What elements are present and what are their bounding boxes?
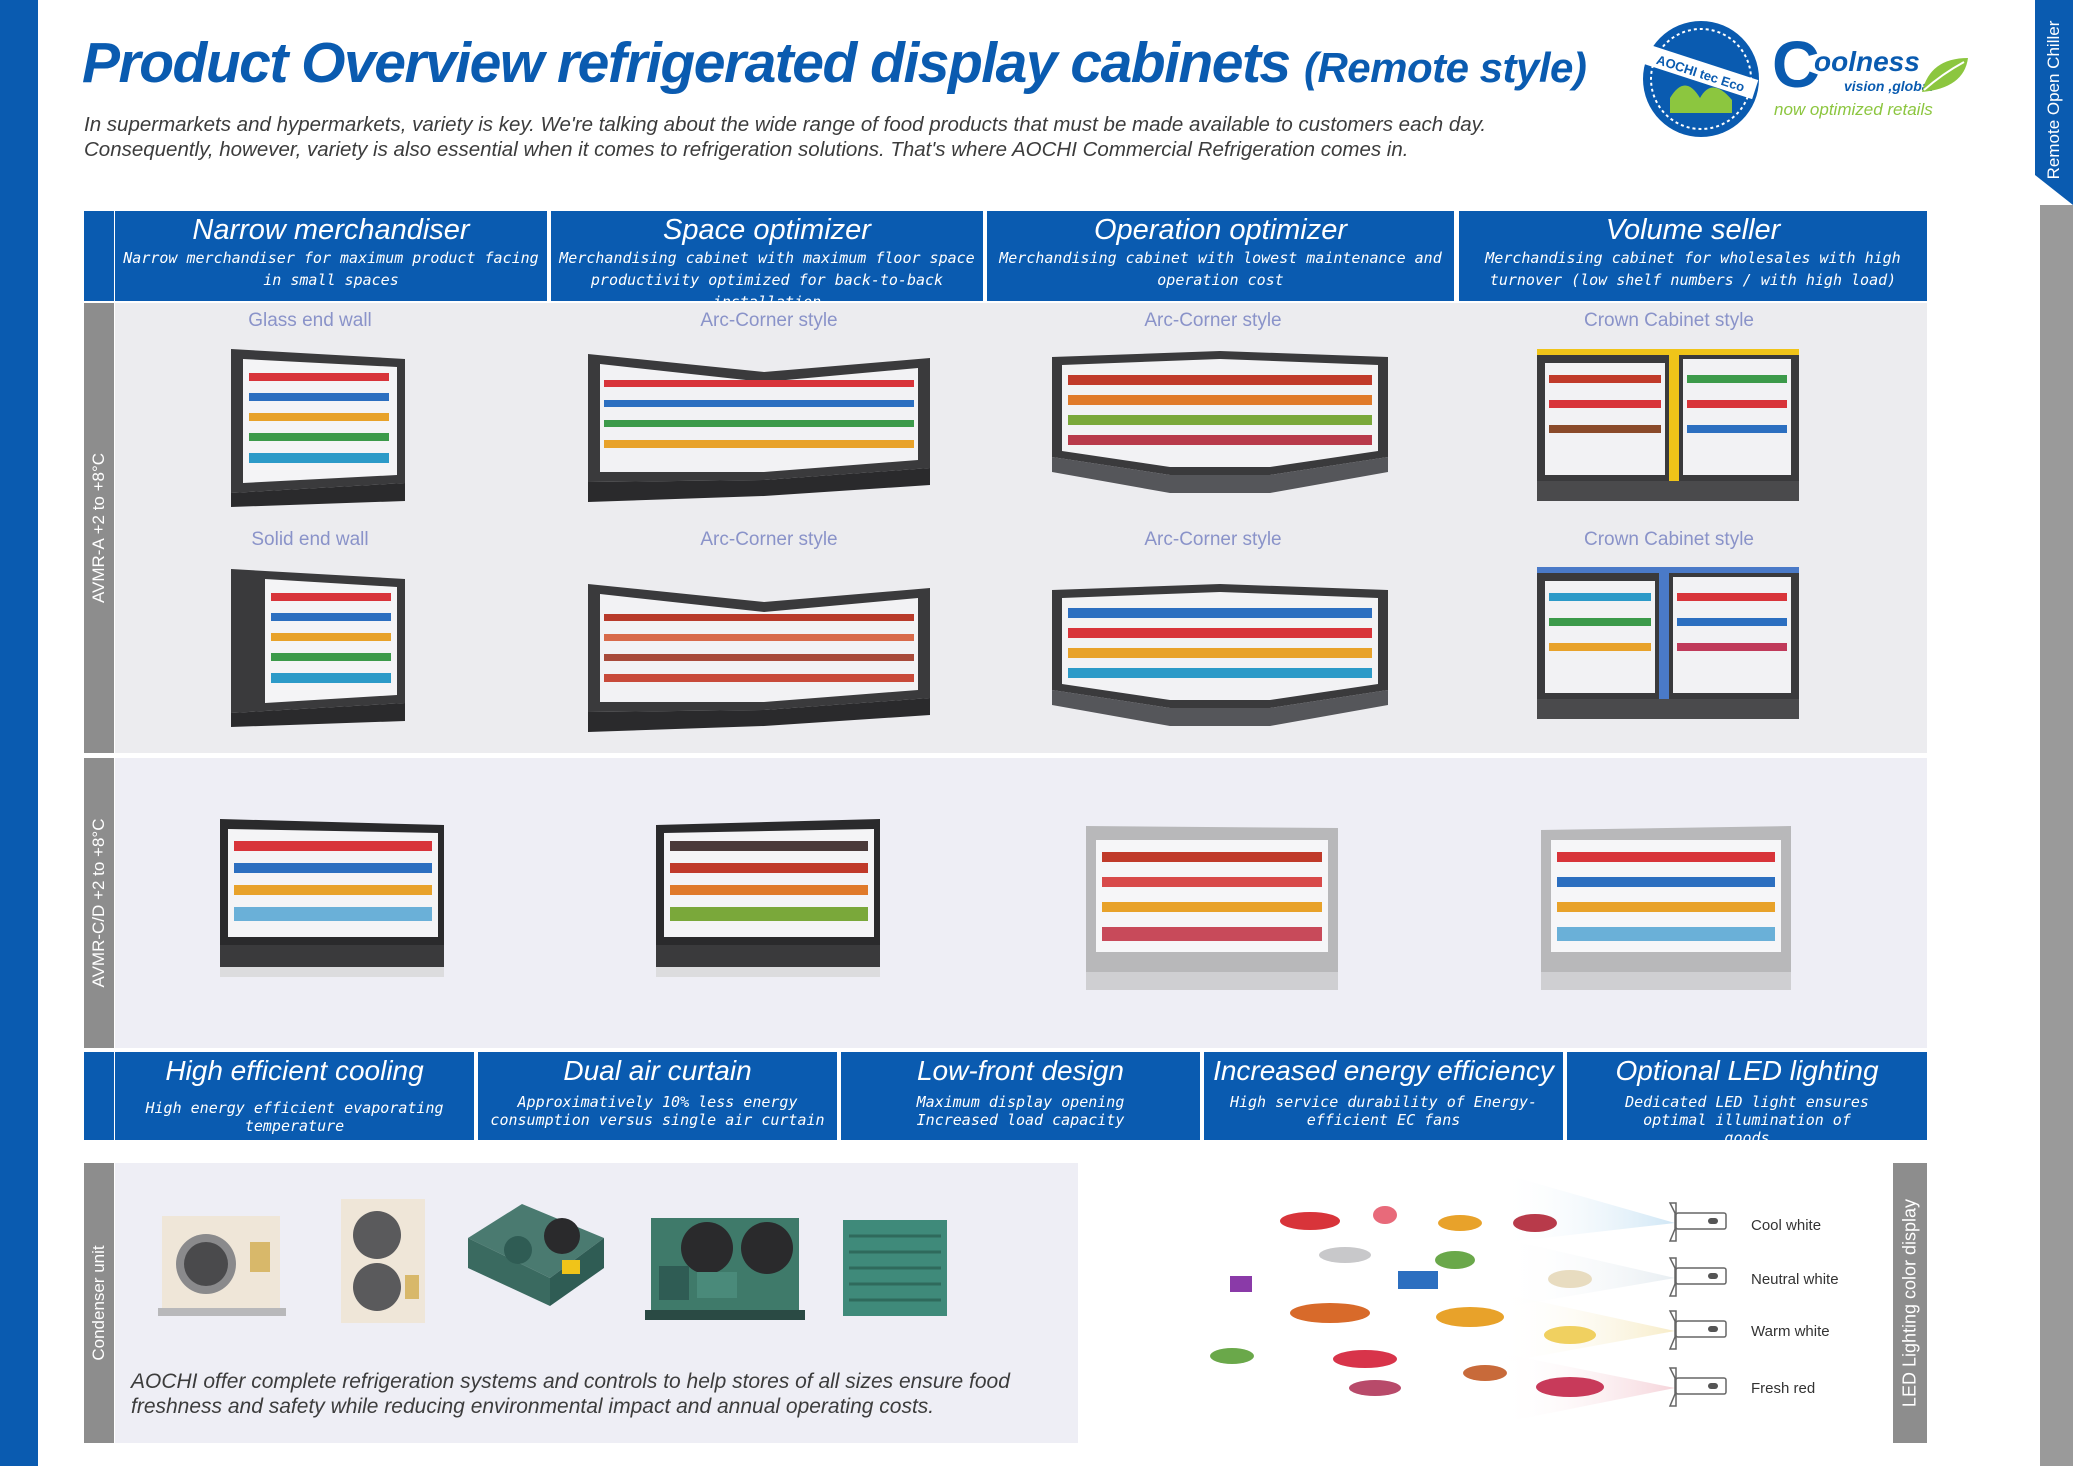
cabinet-label: Arc-Corner style	[1144, 529, 1282, 550]
side-tab: Remote Open Chiller	[2035, 0, 2073, 205]
column-header-narrow: Narrow merchandiser Narrow merchandiser …	[115, 211, 547, 301]
feature-led-lighting: Optional LED lighting Dedicated LED ligh…	[1567, 1052, 1927, 1147]
cabinet-image-crown-1	[1537, 349, 1799, 501]
header-corner	[84, 211, 114, 301]
feature-dual-air-curtain: Dual air curtain Approximatively 10% les…	[478, 1052, 837, 1140]
right-accent-bar	[2040, 205, 2073, 1466]
column-header-operation: Operation optimizer Merchandising cabine…	[987, 211, 1454, 301]
side-tab-label: Remote Open Chiller	[2044, 20, 2063, 180]
feature-energy-efficiency: Increased energy efficiency High service…	[1204, 1052, 1563, 1140]
coolness-tagline: now optimized retails	[1774, 100, 1933, 119]
feature-desc: High service durability of Energy-effici…	[1229, 1093, 1538, 1129]
column-title: Narrow merchandiser	[192, 214, 470, 246]
column-title: Space optimizer	[663, 214, 871, 246]
led-lighting-illustration	[1210, 1173, 1727, 1423]
row-label-condenser: Condenser unit	[84, 1163, 114, 1443]
column-desc: Merchandising cabinet with lowest mainte…	[999, 249, 1442, 289]
led-option-warm-white: Warm white	[1751, 1323, 1830, 1340]
feature-desc: Approximatively 10% less energy consumpt…	[490, 1093, 825, 1129]
cabinet-label: Arc-Corner style	[1144, 310, 1282, 331]
feature-corner	[84, 1052, 114, 1140]
feature-desc: Maximum display opening Increased load c…	[916, 1093, 1125, 1129]
feature-desc: High energy efficient evaporating temper…	[145, 1099, 444, 1135]
cabinet-label: Solid end wall	[251, 529, 369, 550]
intro-paragraph: In supermarkets and hypermarkets, variet…	[84, 113, 1487, 161]
cabinet-image-cd-4	[1541, 826, 1791, 990]
coolness-word: oolness	[1814, 46, 1920, 77]
led-section-label-text: LED Lighting color display	[1899, 1198, 1920, 1408]
leaf-icon	[1922, 58, 1968, 92]
condenser-unit-image-3	[468, 1204, 604, 1306]
cabinet-image-solid-end	[231, 569, 405, 727]
condenser-unit-image-5	[843, 1220, 947, 1316]
cabinet-image-glass-end	[231, 349, 405, 507]
coolness-c: C	[1772, 27, 1820, 101]
aochi-eco-logo: AOCHI tec Eco	[1643, 21, 1759, 137]
row-label-text: AVMR-C/D +2 to +8°C	[89, 818, 108, 988]
feature-title: Increased energy efficiency	[1213, 1055, 1554, 1086]
cabinet-label: Arc-Corner style	[700, 310, 838, 331]
cabinet-label: Crown Cabinet style	[1583, 310, 1755, 331]
row-label-text: Condenser unit	[89, 1245, 108, 1361]
cabinet-label: Glass end wall	[248, 310, 372, 331]
title-sub: (Remote style)	[1303, 44, 1587, 91]
left-accent-bar	[0, 0, 38, 1466]
cabinet-label: Arc-Corner style	[700, 529, 838, 550]
coolness-logo: C oolness vision ,global now optimized r…	[1772, 27, 1972, 134]
condenser-unit-image-2	[341, 1199, 425, 1323]
led-option-fresh-red: Fresh red	[1751, 1380, 1816, 1397]
feature-desc: Dedicated LED light ensures optimal illu…	[1625, 1093, 1869, 1147]
column-desc: Narrow merchandiser for maximum product …	[123, 249, 539, 289]
cabinet-image-arc-corner-2	[1052, 351, 1388, 493]
column-header-volume: Volume seller Merchandising cabinet for …	[1459, 211, 1927, 301]
title-main: Product Overview refrigerated display ca…	[82, 31, 1291, 95]
condenser-unit-image-4	[645, 1218, 805, 1320]
column-title: Operation optimizer	[1093, 214, 1348, 246]
row-label-text: AVMR-A +2 to +8°C	[89, 452, 108, 604]
led-section-label: LED Lighting color display	[1893, 1163, 1927, 1443]
condenser-unit-image-1	[158, 1216, 286, 1316]
feature-title: Optional LED lighting	[1615, 1055, 1879, 1086]
cabinet-image-cd-1	[220, 819, 444, 977]
cabinet-image-crown-2	[1537, 567, 1799, 719]
column-header-space: Space optimizer Merchandising cabinet wi…	[551, 211, 983, 311]
cabinet-image-arc-corner-4	[1052, 584, 1388, 726]
feature-title: High efficient cooling	[165, 1055, 424, 1086]
cabinet-image-arc-corner-1	[588, 354, 930, 502]
cabinet-label: Crown Cabinet style	[1583, 529, 1755, 550]
coolness-vision: vision ,global	[1844, 78, 1934, 94]
feature-title: Low-front design	[916, 1055, 1124, 1086]
led-option-neutral-white: Neutral white	[1751, 1271, 1839, 1288]
page-title: Product Overview refrigerated display ca…	[82, 30, 1587, 96]
led-option-cool-white: Cool white	[1751, 1217, 1822, 1234]
cabinet-image-cd-3	[1086, 826, 1338, 990]
column-title: Volume seller	[1605, 214, 1781, 246]
cabinet-image-cd-2	[656, 819, 880, 977]
row-label-avmr-a: AVMR-A +2 to +8°C	[84, 303, 114, 753]
feature-low-front: Low-front design Maximum display opening…	[841, 1052, 1200, 1140]
column-desc: Merchandising cabinet for wholesales wit…	[1485, 249, 1901, 289]
row-label-avmr-cd: AVMR-C/D +2 to +8°C	[84, 758, 114, 1048]
feature-high-efficient-cooling: High efficient cooling High energy effic…	[115, 1052, 474, 1140]
feature-title: Dual air curtain	[563, 1055, 752, 1086]
condenser-description: AOCHI offer complete refrigeration syste…	[131, 1370, 1010, 1418]
cabinet-image-arc-corner-3	[588, 584, 930, 732]
